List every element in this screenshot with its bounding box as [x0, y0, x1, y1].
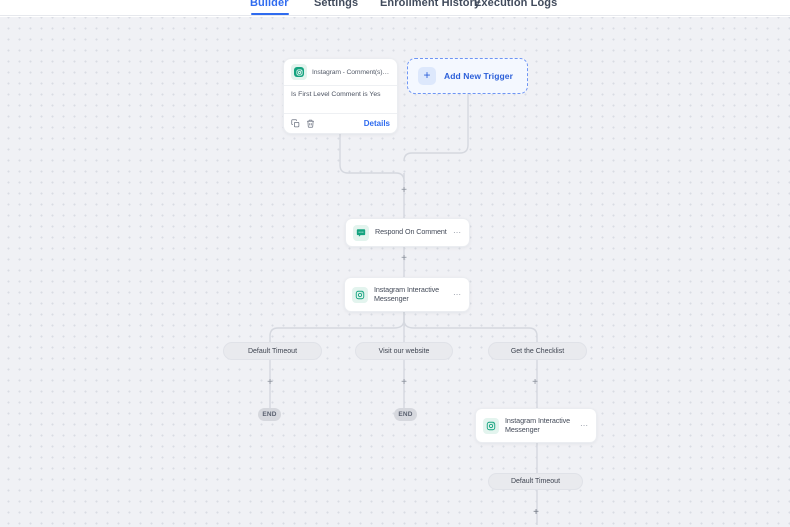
end-badge: END [258, 408, 281, 421]
flow-canvas[interactable]: Instagram - Comment(s) On A... Is First … [0, 17, 790, 527]
instagram-icon [483, 417, 499, 434]
trash-icon[interactable] [306, 119, 315, 128]
tab-bar: Builder Settings Enrollment History Exec… [0, 0, 790, 16]
node-title: Instagram Interactive Messenger [374, 285, 440, 303]
instagram-icon [291, 64, 307, 80]
add-step-plus-icon[interactable]: + [532, 377, 538, 388]
tab-execution-logs[interactable]: Execution Logs [474, 0, 558, 9]
tab-builder[interactable]: Builder [250, 0, 289, 9]
add-new-trigger-label: Add New Trigger [444, 71, 514, 81]
branch-pill-default-timeout-2[interactable]: Default Timeout [488, 473, 583, 490]
end-badge: END [394, 408, 417, 421]
plus-icon: + [418, 67, 436, 85]
branch-pill-visit-website[interactable]: Visit our website [355, 342, 453, 360]
active-tab-underline [251, 13, 289, 15]
add-step-plus-icon[interactable]: + [401, 253, 407, 264]
trigger-card-header: Instagram - Comment(s) On A... [284, 59, 397, 85]
node-title: Respond On Comment [375, 227, 447, 237]
trigger-card[interactable]: Instagram - Comment(s) On A... Is First … [283, 58, 398, 134]
instagram-icon [352, 286, 368, 303]
node-title: Instagram Interactive Messenger [505, 416, 571, 434]
branch-pill-default-timeout[interactable]: Default Timeout [223, 342, 322, 360]
instagram-messenger-node-1[interactable]: Instagram Interactive Messenger ⋯ [344, 277, 470, 312]
details-link[interactable]: Details [363, 119, 390, 128]
tab-enrollment-history[interactable]: Enrollment History [380, 0, 481, 9]
instagram-messenger-node-2[interactable]: Instagram Interactive Messenger ⋯ [475, 408, 597, 443]
add-step-plus-icon[interactable]: + [533, 507, 539, 518]
trigger-card-footer: Details [284, 114, 397, 133]
trigger-condition: Is First Level Comment is Yes [284, 85, 397, 114]
respond-on-comment-node[interactable]: Respond On Comment ⋯ [345, 218, 470, 247]
add-step-plus-icon[interactable]: + [401, 377, 407, 388]
branch-pill-get-checklist[interactable]: Get the Checklist [488, 342, 587, 360]
comment-bubble-icon [353, 224, 369, 241]
node-menu-icon[interactable]: ⋯ [580, 421, 589, 430]
copy-icon[interactable] [291, 119, 300, 128]
add-new-trigger-button[interactable]: + Add New Trigger [407, 58, 528, 94]
add-step-plus-icon[interactable]: + [401, 185, 407, 196]
node-menu-icon[interactable]: ⋯ [453, 228, 462, 237]
trigger-title: Instagram - Comment(s) On A... [312, 68, 390, 76]
connector-lines [269, 78, 538, 525]
add-step-plus-icon[interactable]: + [267, 377, 273, 388]
node-menu-icon[interactable]: ⋯ [453, 290, 462, 299]
tab-settings[interactable]: Settings [314, 0, 359, 9]
